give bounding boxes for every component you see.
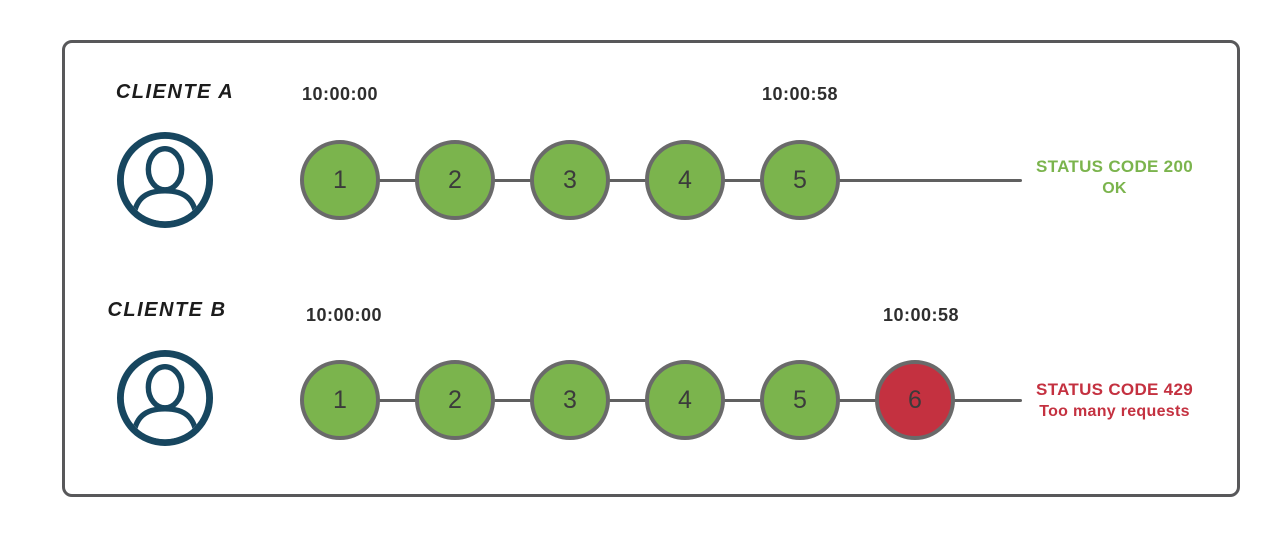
request-number: 3: [563, 385, 577, 414]
client-a-end-time: 10:00:58: [761, 84, 839, 104]
request-number: 1: [333, 385, 347, 414]
client-b-status-message: Too many requests: [1039, 403, 1190, 420]
client-a-label: CLIENTE A: [115, 81, 235, 103]
client-a-request-3: 3: [530, 140, 610, 220]
client-a-request-2: 2: [415, 140, 495, 220]
request-number: 2: [448, 385, 462, 414]
client-a-status: STATUS CODE 200 OK: [1017, 156, 1212, 200]
client-b-end-time: 10:00:58: [882, 305, 960, 325]
client-b-status-code: STATUS CODE 429: [1036, 380, 1193, 399]
client-b-request-6-rejected: 6: [875, 360, 955, 440]
request-number: 5: [793, 165, 807, 194]
client-b-request-1: 1: [300, 360, 380, 440]
client-b-request-2: 2: [415, 360, 495, 440]
client-a-request-4: 4: [645, 140, 725, 220]
client-b-start-time: 10:00:00: [305, 305, 383, 325]
request-number: 1: [333, 165, 347, 194]
client-a-start-time: 10:00:00: [301, 84, 379, 104]
request-number: 2: [448, 165, 462, 194]
request-number: 3: [563, 165, 577, 194]
client-b-request-5: 5: [760, 360, 840, 440]
client-b-label: CLIENTE B: [107, 299, 227, 321]
user-circle-icon: [116, 349, 214, 447]
client-a-status-code: STATUS CODE 200: [1036, 157, 1193, 176]
diagram-frame: [62, 40, 1240, 497]
client-b-request-4: 4: [645, 360, 725, 440]
request-number: 4: [678, 385, 692, 414]
client-b-status: STATUS CODE 429 Too many requests: [1017, 379, 1212, 423]
client-b-request-3: 3: [530, 360, 610, 440]
client-a-request-1: 1: [300, 140, 380, 220]
request-number: 6: [908, 385, 922, 414]
client-a-status-message: OK: [1102, 180, 1127, 197]
request-number: 4: [678, 165, 692, 194]
client-a-request-5: 5: [760, 140, 840, 220]
user-circle-icon: [116, 131, 214, 229]
request-number: 5: [793, 385, 807, 414]
